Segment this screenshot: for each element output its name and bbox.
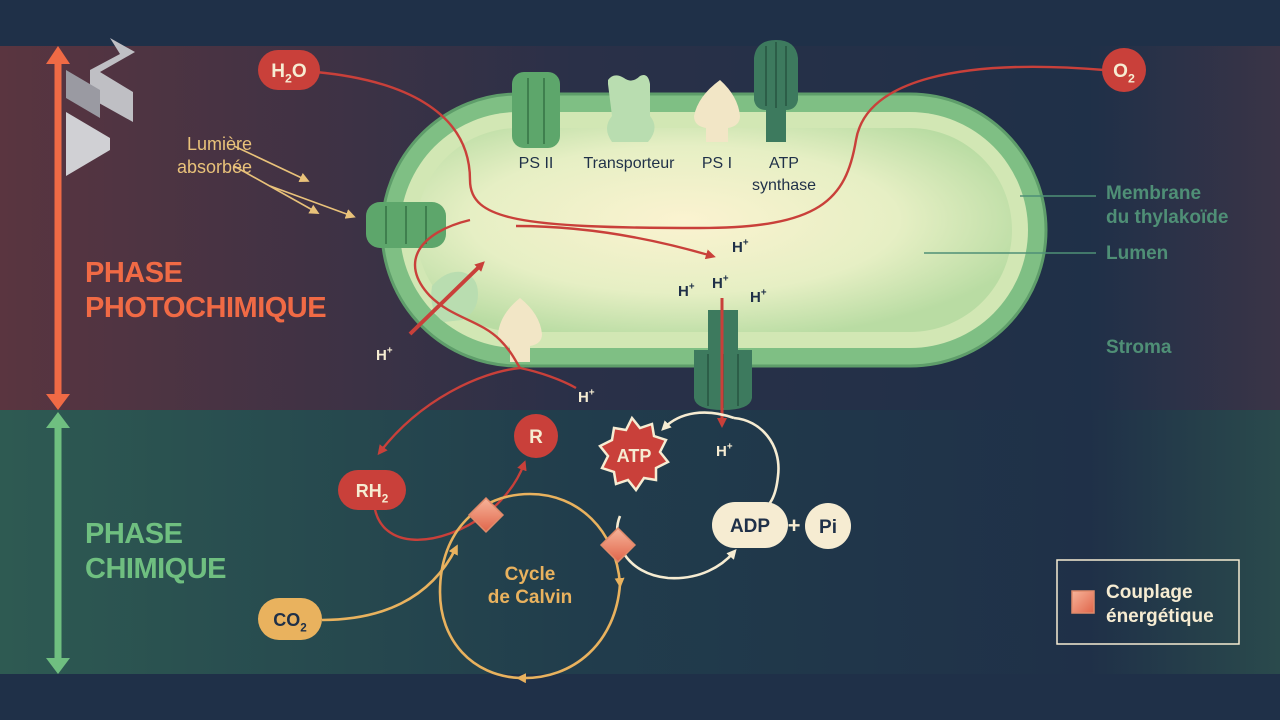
h-plus-label: H+ xyxy=(716,441,733,460)
co2-label: CO2 xyxy=(273,610,307,634)
stroma-label: Stroma xyxy=(1106,337,1172,358)
h2o-molecule: H2O xyxy=(258,50,320,90)
phase-chemical-line2: CHIMIQUE xyxy=(85,553,226,585)
phase-photochemical-line1: PHASE xyxy=(85,257,183,289)
ps1-label: PS I xyxy=(702,155,732,172)
coupling-square-icon xyxy=(1071,590,1095,614)
coupling-square-icon xyxy=(467,496,505,534)
o2-molecule: O2 xyxy=(1102,48,1146,92)
coupling-square-icon xyxy=(599,526,637,564)
transporter-complex xyxy=(607,75,655,142)
r-molecule: R xyxy=(514,414,558,458)
rh2-label: RH2 xyxy=(356,481,389,505)
h-plus-label: H+ xyxy=(750,287,767,306)
atp-molecule: ATP xyxy=(598,415,670,493)
rh2-molecule: RH2 xyxy=(338,470,406,510)
photochemical-phase-arrow xyxy=(46,46,70,410)
ps2-left-complex xyxy=(366,202,446,248)
adp-molecule: ADP xyxy=(712,502,788,548)
h-plus-label: H+ xyxy=(678,281,695,300)
h-plus-label: H+ xyxy=(732,237,749,256)
ps2-label: PS II xyxy=(519,155,554,172)
chemical-phase-arrow xyxy=(46,412,70,674)
h2o-label: H2O xyxy=(271,61,306,86)
legend-label-line2: énergétique xyxy=(1106,606,1214,627)
ps1-complex xyxy=(694,80,740,142)
legend-label-line1: Couplage xyxy=(1106,582,1193,603)
phase-chemical-line1: PHASE xyxy=(85,518,183,550)
pi-molecule: Pi xyxy=(805,503,851,549)
membrane-label-line2: du thylakoïde xyxy=(1106,207,1228,228)
ps1-bottom-complex xyxy=(498,298,542,362)
h-plus-label: H+ xyxy=(712,273,729,292)
calvin-label-line1: Cycle xyxy=(505,564,556,585)
r-label: R xyxy=(529,427,543,448)
ps2-complex xyxy=(512,72,560,148)
light-label-line2: absorbée xyxy=(177,157,252,177)
proton-pump-arrow xyxy=(408,261,485,336)
co2-molecule: CO2 xyxy=(258,598,322,640)
plus-sign: + xyxy=(788,513,801,538)
light-rays xyxy=(233,145,356,219)
atp-synthase-top xyxy=(754,40,798,142)
h-plus-label: H+ xyxy=(376,345,393,364)
legend: Couplage énergétique xyxy=(1056,559,1240,645)
transporter-left-complex xyxy=(431,271,478,322)
h-plus-label: H+ xyxy=(578,387,595,406)
atp-synthase-label-line2: synthase xyxy=(752,177,816,194)
transporter-label: Transporteur xyxy=(584,155,676,172)
calvin-label-line2: de Calvin xyxy=(488,587,572,608)
lumen xyxy=(416,128,1012,332)
membrane-label-line1: Membrane xyxy=(1106,183,1201,204)
lumen-label: Lumen xyxy=(1106,243,1168,264)
s-logo-icon xyxy=(66,38,135,176)
phase-photochemical-line2: PHOTOCHIMIQUE xyxy=(85,292,326,324)
o2-label: O2 xyxy=(1113,61,1135,86)
light-label-line1: Lumière xyxy=(187,134,252,154)
atp-label: ATP xyxy=(617,446,652,466)
atp-synthase-label-line1: ATP xyxy=(769,155,799,172)
pi-label: Pi xyxy=(819,517,837,538)
adp-label: ADP xyxy=(730,516,770,537)
